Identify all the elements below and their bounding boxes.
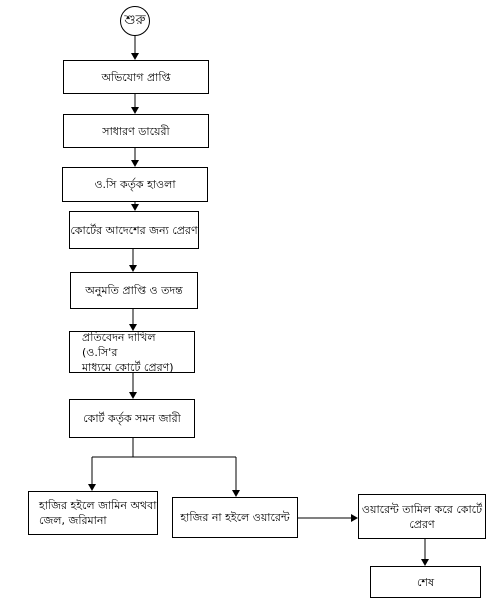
step-complaint-received: অভিযোগ প্রাপ্তি (63, 60, 209, 94)
step-oc-assignment: ও.সি কর্তৃক হাওলা (62, 167, 208, 202)
step-court-summons-label: কোর্ট কর্তৃক সমন জারী (83, 412, 181, 425)
branch-appeared: হাজির হইলে জামিন অথবা জেল, জরিমানা (28, 491, 158, 535)
step-report-submission-line2: মাধ্যমে কোর্টে প্রেরণ) (82, 360, 174, 374)
branch-appeared-text: হাজির হইলে জামিন অথবা জেল, জরিমানা (39, 498, 156, 528)
step-court-summons: কোর্ট কর্তৃক সমন জারী (69, 399, 195, 438)
end-node: শেষ (370, 566, 481, 598)
branch-not-appeared-label: হাজির না হইলে ওয়ারেন্ট (180, 511, 290, 524)
step-warrant-execution-text: ওয়ারেন্ট তামিল করে কোর্টে প্রেরণ (362, 502, 482, 532)
step-sent-for-court-order: কোর্টের আদেশের জন্য প্রেরণ (69, 211, 199, 249)
start-label: শুরু (124, 12, 146, 28)
step-oc-assignment-label: ও.সি কর্তৃক হাওলা (94, 178, 176, 191)
branch-appeared-line2: জেল, জরিমানা (39, 514, 107, 527)
end-label: শেষ (416, 575, 435, 589)
step-report-submission: প্রতিবেদন দাখিল (ও.সি'র মাধ্যমে কোর্টে প… (69, 330, 195, 375)
step-complaint-received-label: অভিযোগ প্রাপ্তি (101, 70, 171, 84)
branch-appeared-line1: হাজির হইলে জামিন অথবা (39, 499, 157, 512)
start-node: শুরু (120, 6, 150, 36)
step-general-diary: সাধারণ ডায়েরী (63, 114, 209, 148)
step-warrant-execution-line2: প্রেরণ (409, 517, 435, 531)
step-report-submission-line1: প্রতিবেদন দাখিল (ও.সি'র (82, 330, 156, 359)
step-permission-investigation: অনুমতি প্রাপ্তি ও তদন্ত (70, 272, 198, 309)
step-permission-investigation-label: অনুমতি প্রাপ্তি ও তদন্ত (85, 284, 183, 297)
step-report-submission-text: প্রতিবেদন দাখিল (ও.সি'র মাধ্যমে কোর্টে প… (82, 330, 194, 375)
step-warrant-execution-line1: ওয়ারেন্ট তামিল করে কোর্টে (361, 502, 483, 516)
branch-not-appeared: হাজির না হইলে ওয়ারেন্ট (172, 497, 298, 538)
step-warrant-execution: ওয়ারেন্ট তামিল করে কোর্টে প্রেরণ (358, 494, 486, 539)
step-sent-for-court-order-label: কোর্টের আদেশের জন্য প্রেরণ (70, 223, 198, 237)
step-general-diary-label: সাধারণ ডায়েরী (102, 124, 170, 138)
